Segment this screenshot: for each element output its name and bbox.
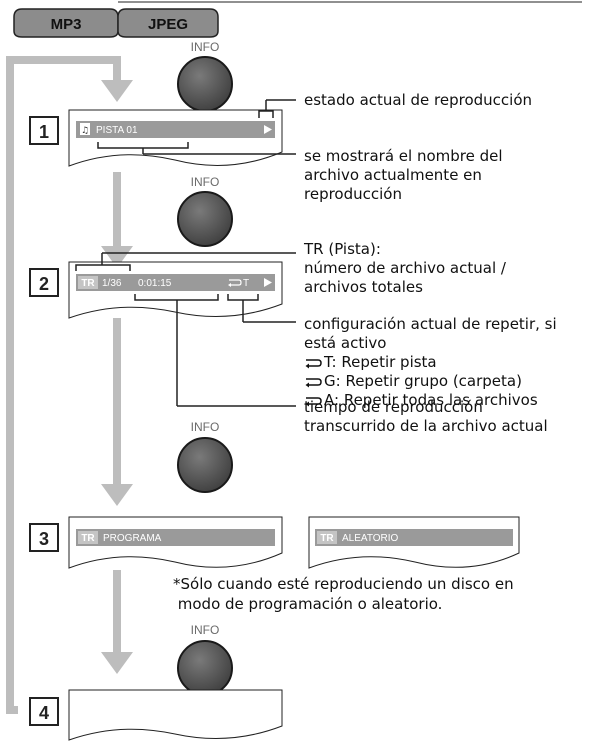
screen-2-repeat-mode: T	[243, 278, 249, 289]
repeat-icon	[305, 397, 322, 407]
callout-tr-line2: número de archivo actual /	[304, 259, 507, 277]
repeat-mode-a-label: A: Repetir todas las archivos	[324, 391, 538, 409]
svg-text:♫: ♫	[81, 126, 89, 136]
step-3-box: 3	[29, 523, 59, 552]
repeat-icon	[305, 359, 322, 369]
screen-2-track-count: 1/36	[102, 278, 122, 289]
repeat-icon	[228, 279, 242, 287]
tab-mp3: MP3	[13, 8, 119, 38]
callout-repeat-line2: está activo	[304, 334, 386, 352]
screen-1-track: PISTA 01	[96, 125, 138, 136]
screen-1-bar	[76, 121, 275, 138]
note-line2: modo de programación o aleatorio.	[173, 595, 442, 613]
info-label: INFO	[191, 175, 220, 189]
folder-music-icon	[80, 123, 90, 135]
repeat-mode-g-label: G: Repetir grupo (carpeta)	[324, 372, 522, 390]
tab-jpeg-label: JPEG	[148, 16, 188, 33]
loop-back-arrowhead	[101, 80, 133, 102]
step-1-box: 1	[29, 116, 59, 145]
callout-repeat-line1: configuración actual de repetir, si	[304, 315, 557, 333]
screen-2-time: 0:01:15	[138, 278, 172, 289]
tr-badge-label: TR	[81, 278, 95, 289]
repeat-mode-t: T: Repetir pista	[305, 353, 437, 371]
info-label: INFO	[191, 623, 220, 637]
callout-tr-line3: archivos totales	[304, 278, 423, 296]
screen-2-bar	[76, 274, 275, 291]
screen-3-aleatorio: TR ALEATORIO	[308, 516, 520, 569]
tab-mp3-label: MP3	[51, 16, 82, 33]
note-line1: *Sólo cuando esté reproduciendo un disco…	[173, 575, 514, 593]
screen-3-programa: TR PROGRAMA	[68, 516, 283, 569]
loop-back-line	[6, 56, 121, 714]
tab-jpeg: JPEG	[117, 8, 219, 38]
aleatorio-label: ALEATORIO	[342, 533, 399, 544]
screen-2: TR 1/36 0:01:15 T	[68, 261, 283, 319]
tr-badge	[78, 531, 98, 544]
callout-time-line1-text: tiempo de reproducción	[304, 398, 483, 416]
step-1-number: 1	[39, 122, 49, 142]
screen-4	[68, 689, 283, 741]
tr-badge-label: TR	[81, 533, 95, 544]
info-label: INFO	[191, 40, 220, 54]
repeat-mode-a: A: Repetir todas las archivos	[305, 391, 538, 409]
info-button-4[interactable]: INFO	[177, 623, 233, 696]
repeat-mode-g: G: Repetir grupo (carpeta)	[305, 372, 522, 390]
play-icon	[264, 278, 272, 287]
callout-tr-line1: TR (Pista):	[303, 240, 381, 258]
repeat-icon	[305, 378, 322, 388]
callout-time-line2: transcurrido de la archivo actual	[304, 417, 548, 435]
info-button-icon[interactable]	[177, 191, 233, 247]
callout-filename-line1: se mostrará el nombre del	[304, 147, 503, 165]
info-button-1[interactable]: INFO	[177, 40, 233, 112]
info-button-2[interactable]: INFO	[177, 175, 233, 247]
step-4-number: 4	[39, 703, 49, 723]
tr-badge	[78, 276, 98, 289]
info-label: INFO	[191, 420, 220, 434]
flow-arrow-1	[101, 172, 133, 268]
info-button-icon[interactable]	[177, 640, 233, 696]
info-button-3[interactable]: INFO	[177, 420, 233, 493]
callout-status: estado actual de reproducción	[304, 91, 532, 109]
step-3-number: 3	[39, 529, 49, 549]
tr-badge-label: TR	[320, 533, 334, 544]
screen-1: ♫ PISTA 01	[68, 109, 283, 167]
step-2-number: 2	[39, 274, 49, 294]
programa-label: PROGRAMA	[103, 533, 162, 544]
play-icon	[264, 125, 272, 134]
step-4-box: 4	[29, 697, 59, 726]
step-2-box: 2	[29, 268, 59, 297]
flow-arrow-3	[101, 570, 133, 674]
callout-filename-line2: archivo actualmente en	[304, 166, 482, 184]
tr-badge	[317, 531, 337, 544]
callout-filename-line3: reproducción	[304, 185, 402, 203]
repeat-mode-t-label: T: Repetir pista	[323, 353, 437, 371]
info-button-icon[interactable]	[177, 56, 233, 112]
flow-arrow-2	[101, 318, 133, 506]
callout-lines	[75, 99, 296, 407]
info-button-icon[interactable]	[177, 437, 233, 493]
